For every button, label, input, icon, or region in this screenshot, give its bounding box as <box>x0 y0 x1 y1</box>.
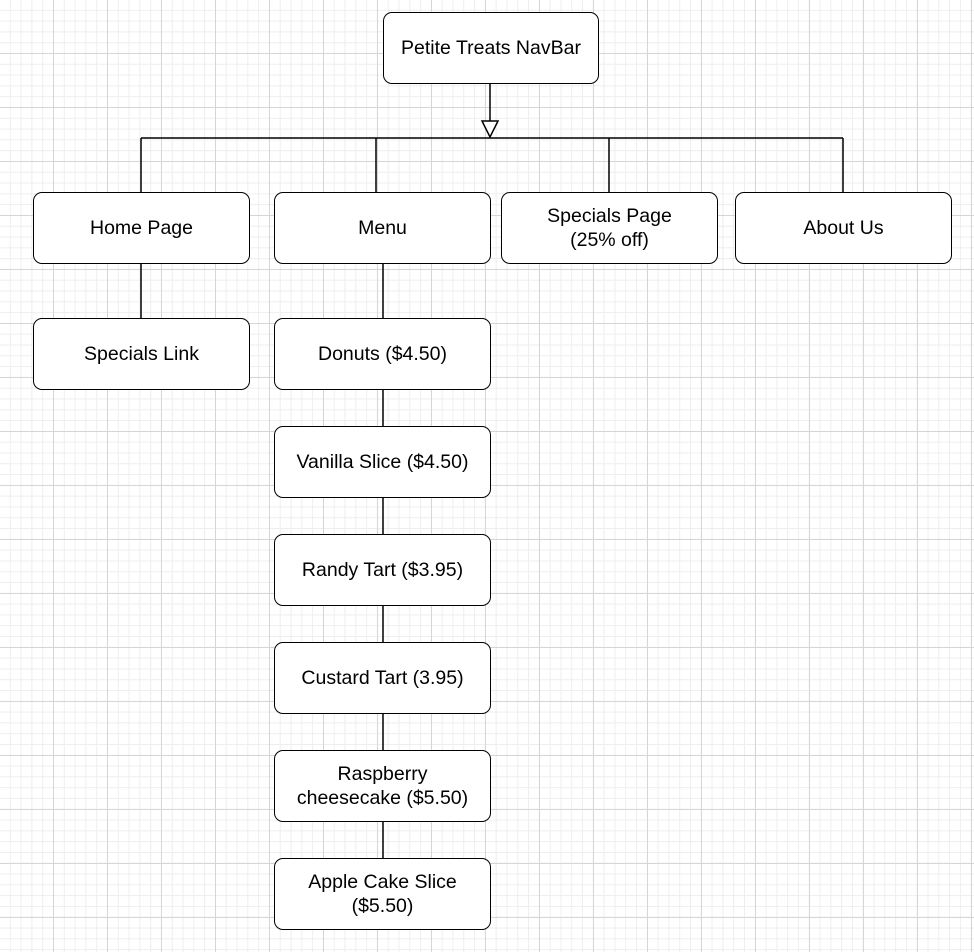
node-about-us[interactable]: About Us <box>735 192 952 264</box>
node-label: About Us <box>803 217 884 239</box>
node-label: Specials Page (25% off) <box>547 205 672 251</box>
node-root-navbar[interactable]: Petite Treats NavBar <box>383 12 599 84</box>
node-label: Home Page <box>90 217 193 239</box>
node-label: Raspberry cheesecake ($5.50) <box>296 763 469 809</box>
node-menu-item[interactable]: Randy Tart ($3.95) <box>274 534 491 606</box>
node-menu-item[interactable]: Apple Cake Slice ($5.50) <box>274 858 491 930</box>
node-menu-item[interactable]: Donuts ($4.50) <box>274 318 491 390</box>
node-home-page[interactable]: Home Page <box>33 192 250 264</box>
node-label: Randy Tart ($3.95) <box>301 559 464 581</box>
node-label: Specials Link <box>84 343 199 365</box>
node-label: Petite Treats NavBar <box>401 37 581 59</box>
node-menu-item[interactable]: Custard Tart (3.95) <box>274 642 491 714</box>
node-label: Apple Cake Slice ($5.50) <box>308 871 457 917</box>
node-specials-page[interactable]: Specials Page (25% off) <box>501 192 718 264</box>
node-label: Donuts ($4.50) <box>318 343 447 365</box>
node-menu[interactable]: Menu <box>274 192 491 264</box>
node-menu-item[interactable]: Vanilla Slice ($4.50) <box>274 426 491 498</box>
node-specials-link[interactable]: Specials Link <box>33 318 250 390</box>
node-menu-item[interactable]: Raspberry cheesecake ($5.50) <box>274 750 491 822</box>
root-arrowhead <box>480 120 500 139</box>
node-label: Custard Tart (3.95) <box>301 667 464 689</box>
node-label: Menu <box>358 217 407 239</box>
node-label: Vanilla Slice ($4.50) <box>296 451 469 473</box>
